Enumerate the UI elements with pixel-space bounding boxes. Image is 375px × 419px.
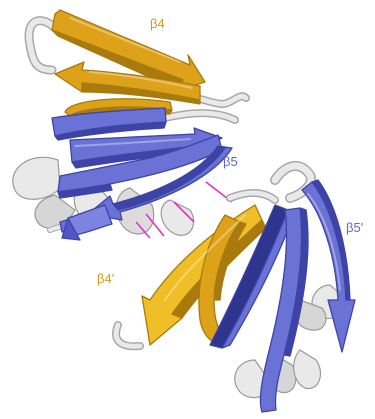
beta4-label: β4	[150, 17, 165, 30]
beta5-prime-label: β5'	[346, 221, 363, 234]
beta5-label: β5	[223, 155, 238, 168]
beta4-prime-label: β4'	[97, 272, 114, 285]
